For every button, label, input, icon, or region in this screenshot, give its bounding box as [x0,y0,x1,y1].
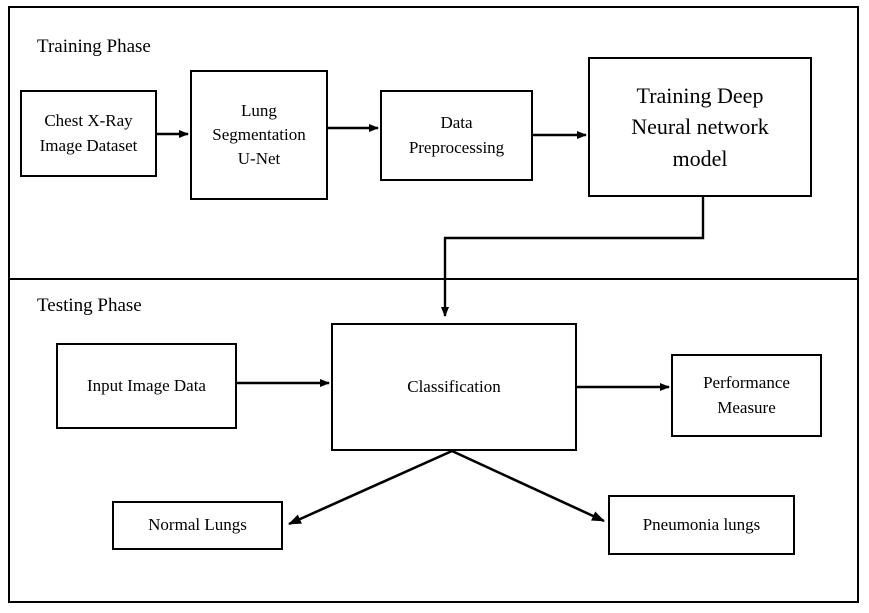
node-line: Normal Lungs [148,515,247,535]
node-training-deep-neural-network-model[interactable]: Training Deep Neural network model [588,57,812,197]
node-line: Performance [703,373,790,393]
node-line: Lung [241,100,277,120]
node-line: Neural network [631,114,769,140]
node-line: Preprocessing [408,137,505,157]
node-line: U-Net [237,149,281,169]
phase-label-testing: Testing Phase [37,295,142,316]
node-chest-xray-image-dataset[interactable]: Chest X-Ray Image Dataset [20,90,157,177]
node-lung-segmentation-unet[interactable]: Lung Segmentation U-Net [190,70,328,200]
node-line: Input Image Data [87,375,206,395]
node-classification[interactable]: Classification [331,323,577,451]
node-line: Pneumonia lungs [642,514,761,534]
node-normal-lungs[interactable]: Normal Lungs [112,501,283,550]
node-line: Measure [717,397,776,417]
node-line: Data [440,113,473,133]
phase-label-training: Training Phase [37,36,151,57]
node-data-preprocessing[interactable]: Data Preprocessing [380,90,533,181]
edge-classification-to-pneumonia [451,449,605,523]
node-input-image-data[interactable]: Input Image Data [56,343,237,429]
edge-training-to-classification [441,197,705,317]
node-line: Image Dataset [39,135,138,155]
node-line: Training Deep [636,83,764,109]
edge-classification-to-normal [288,449,453,526]
node-line: model [672,145,728,171]
node-line: Classification [407,376,501,396]
node-line: Segmentation [212,124,306,144]
node-performance-measure[interactable]: Performance Measure [671,354,822,437]
node-line: Chest X-Ray [44,111,133,131]
phase-divider-line [8,278,859,280]
node-pneumonia-lungs[interactable]: Pneumonia lungs [608,495,795,555]
